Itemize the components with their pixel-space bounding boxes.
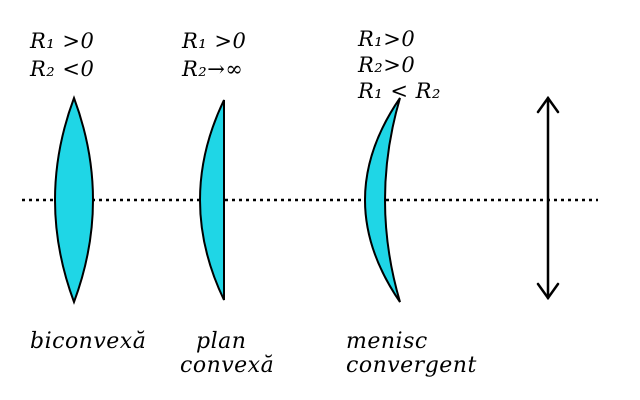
biconvex-condition-r2: R₂ <0 [30, 57, 95, 81]
plano-convex-condition-r2: R₂→∞ [182, 57, 244, 81]
plano-convex-name-line2: convexă [180, 353, 275, 378]
meniscus-condition-r1: R₁>0 [358, 27, 416, 51]
plano-convex-lens [199, 99, 225, 301]
plano-convex-name-line1: plan [196, 329, 247, 354]
plano-convex-condition-r1: R₁ >0 [182, 29, 247, 53]
meniscus-lens [364, 97, 401, 303]
meniscus-name-line1: menisc [346, 329, 428, 354]
meniscus-name-line2: convergent [346, 353, 477, 378]
meniscus-condition-r1-lt-r2: R₁ < R₂ [358, 79, 441, 103]
biconvex-condition-r1: R₁ >0 [30, 29, 95, 53]
biconvex-lens [54, 95, 94, 305]
converging-lens-symbol [536, 95, 560, 301]
meniscus-condition-r2: R₂>0 [358, 53, 416, 77]
biconvex-name: biconvexă [30, 329, 147, 354]
